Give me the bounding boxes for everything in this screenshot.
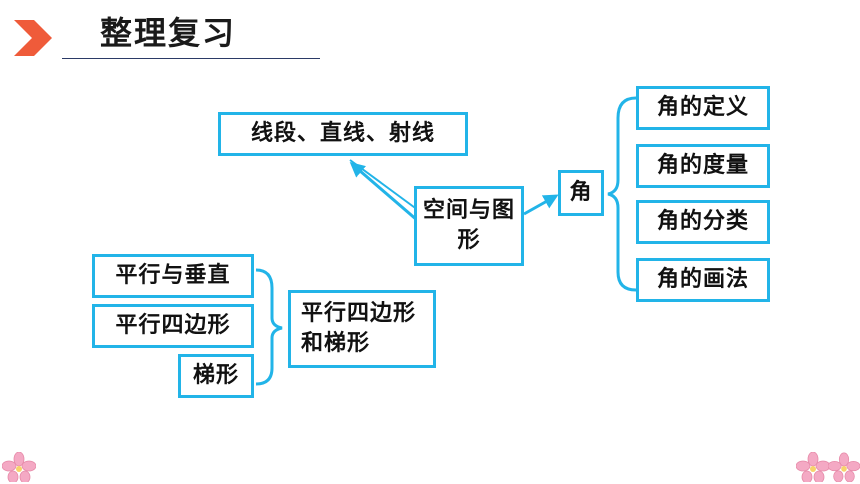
node-segments-lines-rays: 线段、直线、射线 [218, 112, 468, 156]
angle-brace [607, 96, 637, 292]
flower-icon [2, 452, 36, 482]
node-parallelogram-and-trapezoid-label: 平行四边形和梯形 [301, 301, 417, 356]
node-angle: 角 [558, 170, 604, 216]
node-space-and-shapes-label: 空间与图形 [423, 198, 516, 253]
angle-child-drawing: 角的画法 [636, 258, 770, 302]
angle-child-measure: 角的度量 [636, 144, 770, 188]
quad-child-parallelogram: 平行四边形 [92, 304, 254, 348]
quad-child-parallel-perpendicular: 平行与垂直 [92, 254, 254, 298]
angle-child-definition: 角的定义 [636, 86, 770, 130]
quad-child-trapezoid: 梯形 [178, 354, 254, 398]
title-underline [62, 58, 320, 59]
node-parallelogram-and-trapezoid: 平行四边形和梯形 [288, 290, 436, 368]
flower-icon [828, 452, 860, 482]
flower-icon [796, 452, 830, 482]
node-space-and-shapes: 空间与图形 [414, 186, 524, 266]
page-title: 整理复习 [100, 14, 237, 52]
arrow-to-angle [523, 194, 559, 216]
angle-child-classification: 角的分类 [636, 200, 770, 244]
chevron-right-icon [14, 20, 52, 56]
quad-brace [255, 268, 283, 386]
